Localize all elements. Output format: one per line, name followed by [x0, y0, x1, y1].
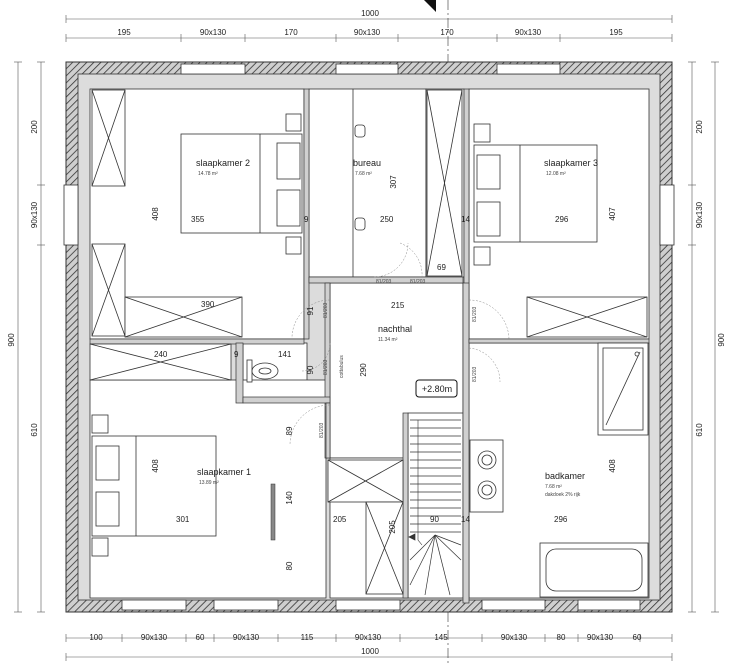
- dim-slaapkamer-1-depth: 408: [151, 459, 160, 473]
- room-label-slaapkamer-2: slaapkamer 2: [196, 158, 250, 168]
- dim-badkamer-depth: 408: [608, 459, 617, 473]
- door-code-slaapkamer-3: 81/203: [472, 306, 478, 322]
- room-area-badkamer: 7.68 m²: [545, 484, 562, 490]
- dim-slaapkamer-3-depth: 407: [608, 207, 617, 221]
- door-code-stair: 81/203: [410, 279, 426, 285]
- room-note-badkamer: dakdoek 2% rijk: [545, 492, 581, 498]
- room-area-bureau: 7.68 m²: [355, 171, 372, 177]
- dim-slaapkamer-2-width: 355: [191, 215, 205, 224]
- room-label-slaapkamer-1: slaapkamer 1: [197, 467, 251, 477]
- level-marker: [415, 379, 458, 398]
- level-text: +2.80m: [422, 384, 452, 394]
- bureau-desk: [352, 89, 366, 277]
- dim-right-4: 610: [695, 423, 704, 437]
- dim-left-1: 200: [30, 120, 39, 134]
- dim-14b: 14: [461, 515, 470, 524]
- dim-bottom-8: 90x130: [501, 633, 528, 642]
- beds: [91, 113, 598, 557]
- dim-bottom-total: 1000: [361, 647, 379, 656]
- dim-slaapkamer-3-width: 296: [555, 215, 569, 224]
- dim-390: 390: [201, 300, 215, 309]
- door-code-bureau: 81/203: [376, 279, 392, 285]
- stair-icon: [408, 419, 462, 596]
- dim-bottom-10: 90x130: [587, 633, 614, 642]
- dim-141: 141: [278, 350, 292, 359]
- dim-90b: 90: [430, 515, 439, 524]
- dim-right-2: 90x130: [695, 201, 704, 228]
- dim-bottom-6: 90x130: [355, 633, 382, 642]
- dim-9b: 9: [234, 350, 239, 359]
- partition-bar: [270, 483, 276, 541]
- dim-91: 91: [306, 306, 315, 315]
- dim-slaapkamer-1-width: 301: [176, 515, 190, 524]
- dim-left-4: 610: [30, 423, 39, 437]
- dim-top-1: 195: [117, 28, 131, 37]
- dim-nachthal-depth: 290: [359, 363, 368, 377]
- dimension-lines: [14, 15, 719, 661]
- room-label-nachthal: nachthal: [378, 324, 412, 334]
- dim-80: 80: [285, 561, 294, 570]
- dim-89: 89: [285, 426, 294, 435]
- room-area-nachthal: 11.34 m²: [378, 337, 398, 343]
- dim-top-3: 170: [284, 28, 298, 37]
- windows: [63, 63, 675, 611]
- dim-top-6: 90x130: [515, 28, 542, 37]
- door-code-slaapkamer-2: 81/203: [323, 302, 329, 318]
- interior-walls: [89, 88, 650, 604]
- dim-slaapkamer-2-depth: 408: [151, 207, 160, 221]
- dim-top-5: 170: [440, 28, 454, 37]
- dim-left-3: 900: [7, 333, 16, 347]
- dim-bottom-7: 145: [434, 633, 448, 642]
- door-code-slaapkamer-1: 81/203: [319, 422, 325, 438]
- wardrobes: [89, 89, 648, 595]
- door-swings: [289, 242, 510, 446]
- room-stair: [407, 412, 464, 599]
- dim-top-total: 1000: [361, 9, 379, 18]
- room-label-slaapkamer-3: slaapkamer 3: [544, 158, 598, 168]
- room-label-bureau: bureau: [353, 158, 381, 168]
- dim-bottom-9: 80: [557, 633, 566, 642]
- bathroom-fixtures: [469, 342, 649, 598]
- dim-bottom-2: 90x130: [141, 633, 168, 642]
- dim-240: 240: [154, 350, 168, 359]
- dim-nachthal-width: 215: [391, 301, 405, 310]
- dim-right-1: 200: [695, 120, 704, 134]
- dim-bottom-5: 115: [301, 633, 314, 642]
- dim-90a: 90: [306, 365, 315, 374]
- dim-top-4: 90x130: [354, 28, 381, 37]
- dim-bureau-width: 250: [380, 215, 394, 224]
- dim-bottom-3: 60: [196, 633, 205, 642]
- door-code-wc: 81/203: [323, 359, 329, 375]
- toilet-icon: [246, 359, 279, 383]
- room-label-badkamer: badkamer: [545, 471, 585, 481]
- dim-top-2: 90x130: [200, 28, 227, 37]
- dim-right-3: 900: [717, 333, 726, 347]
- room-area-slaapkamer-3: 12.08 m²: [546, 171, 566, 177]
- wc-note: cottabulus: [339, 355, 345, 378]
- dim-bottom-1: 100: [89, 633, 103, 642]
- dim-140: 140: [285, 491, 294, 505]
- door-code-badkamer: 81/203: [472, 366, 478, 382]
- dim-9a: 9: [304, 215, 309, 224]
- dim-bureau-depth: 307: [389, 175, 398, 189]
- room-bureau: [308, 88, 427, 278]
- dim-205b: 205: [388, 520, 397, 534]
- dim-205: 205: [333, 515, 347, 524]
- dim-left-2: 90x130: [30, 201, 39, 228]
- dim-badkamer-width: 296: [554, 515, 568, 524]
- dim-bottom-11: 60: [633, 633, 642, 642]
- dim-top-7: 195: [609, 28, 623, 37]
- dim-bottom-4: 90x130: [233, 633, 260, 642]
- room-area-slaapkamer-1: 13.89 m²: [199, 480, 219, 486]
- dim-69: 69: [437, 263, 446, 272]
- dim-14a: 14: [461, 215, 470, 224]
- room-area-slaapkamer-2: 14.78 m²: [198, 171, 218, 177]
